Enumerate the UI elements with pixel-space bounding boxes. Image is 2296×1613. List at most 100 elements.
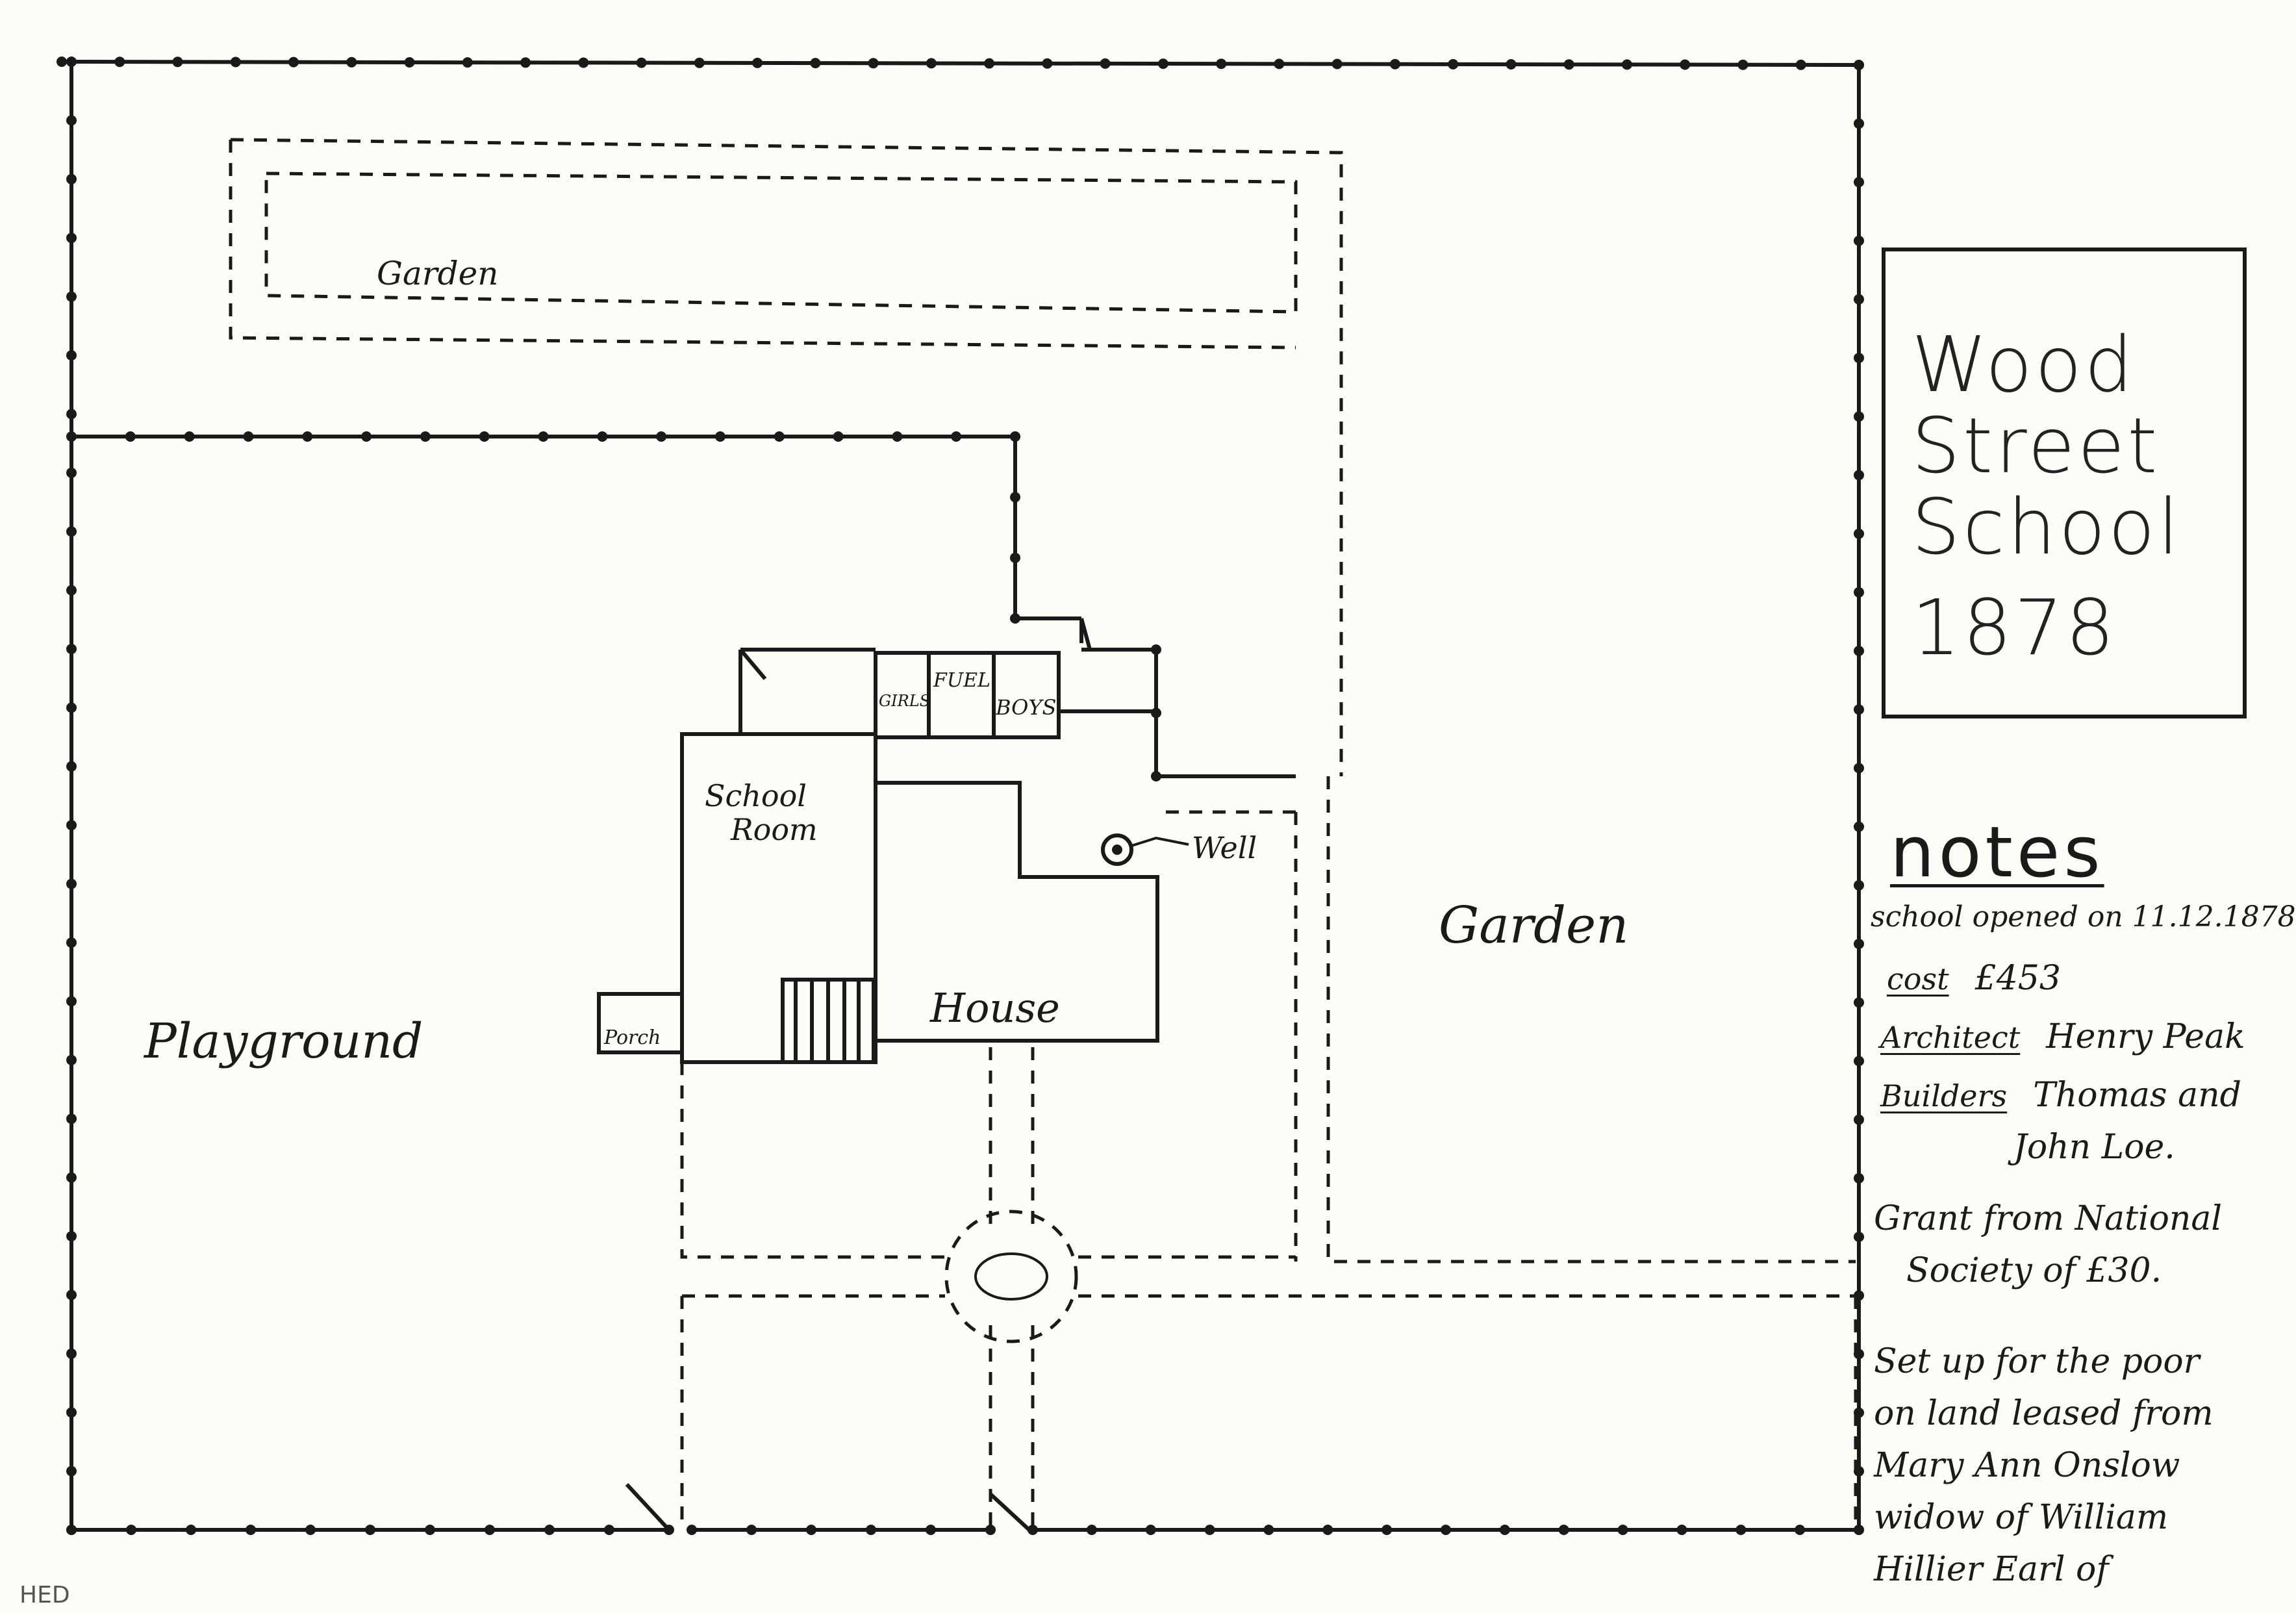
note-setup-3: Mary Ann Onslow [1874, 1446, 2180, 1485]
fence-dot [985, 1525, 996, 1535]
outer-boundary-fence [61, 60, 1861, 1532]
fence-dot [1854, 177, 1864, 188]
fence-dot [1381, 1525, 1393, 1535]
fence-dot [1854, 528, 1864, 539]
fence-dot [1854, 1232, 1864, 1242]
fence-dot [1854, 411, 1864, 422]
label-garden-top: Garden [377, 255, 499, 292]
fence-dot [1389, 58, 1400, 70]
fence-dot [66, 1525, 77, 1535]
note-architect-key: Architect [1880, 1020, 2021, 1055]
fence-dot [866, 1525, 876, 1535]
footer-initials: HED [19, 1582, 70, 1608]
fence-dot [66, 644, 77, 654]
fence-dot [1157, 58, 1168, 70]
note-opened: school opened on 11.12.1878 [1871, 900, 2296, 934]
fence-dot [1854, 1173, 1864, 1184]
fence-dot [1854, 704, 1864, 715]
well-marker [1101, 833, 1133, 866]
fence-dot [66, 1231, 77, 1241]
fence-dot [604, 1525, 614, 1535]
garden-paths [229, 138, 1858, 1527]
fence-dot [1737, 59, 1748, 70]
fence-dot [1735, 1525, 1747, 1535]
note-architect-value: Henry Peak [2046, 1017, 2245, 1056]
fence-dot [66, 1172, 77, 1183]
fence-dot [1331, 58, 1343, 70]
fence-dots [57, 57, 1864, 1535]
fence-dot [752, 57, 763, 68]
fence-dot [126, 1525, 136, 1535]
label-boys: BOYS [996, 695, 1057, 720]
fence-dot [485, 1525, 495, 1535]
fence-dot [1854, 587, 1864, 598]
fence-dot [230, 57, 241, 68]
fence-dot [694, 57, 705, 68]
fence-dot [1854, 646, 1864, 656]
fence-dot [66, 1054, 77, 1065]
fence-dot [1563, 59, 1574, 70]
fence-dot [810, 58, 821, 69]
fence-dot [57, 57, 67, 67]
fence-dot [66, 996, 77, 1007]
note-cost-value: £453 [1974, 959, 2061, 998]
fence-dot [1204, 1525, 1215, 1535]
fence-dot [66, 409, 77, 420]
label-school-room-2: Room [731, 812, 818, 847]
title-line-1: Wood [1911, 320, 2136, 409]
fence-dot [186, 1525, 196, 1535]
note-setup-2: on land leased from [1874, 1394, 2214, 1433]
fence-dot [1676, 1525, 1687, 1535]
label-porch: Porch [604, 1026, 661, 1049]
porch [597, 992, 684, 1054]
note-cost-key: cost [1887, 961, 1949, 997]
label-well: Well [1192, 830, 1257, 865]
note-setup-1: Set up for the poor [1874, 1342, 2200, 1381]
school-buildings [597, 651, 1189, 1064]
fence-dot [66, 350, 77, 361]
note-setup-4: widow of William [1874, 1498, 2169, 1537]
fence-dot [636, 57, 647, 68]
fence-dot [66, 937, 77, 948]
title-year: 1878 [1911, 583, 2117, 672]
title-line-2: Street [1911, 401, 2160, 490]
fence-dot [1854, 294, 1864, 305]
fence-dot [66, 233, 77, 244]
fence-dot [66, 291, 77, 302]
label-girls: GIRLS [879, 692, 931, 710]
fence-dot [926, 1525, 936, 1535]
title-line-3: School [1911, 482, 2182, 572]
fence-dot [1100, 58, 1111, 69]
fence-dot [578, 57, 589, 68]
fence-dot [305, 1525, 316, 1535]
fence-dot [66, 57, 77, 67]
title-box: Wood Street School 1878 [1882, 248, 2247, 718]
fence-dot [1680, 59, 1691, 70]
fence-dot [1086, 1525, 1097, 1535]
fence-dot [462, 57, 473, 68]
fence-dot [288, 57, 299, 68]
note-grant-1: Grant from National [1874, 1199, 2223, 1238]
note-grant-2: Society of £30. [1906, 1251, 2162, 1290]
label-house: House [930, 984, 1060, 1032]
fence-dot [1854, 60, 1864, 70]
fence-dot [66, 173, 77, 184]
fence-dot [1854, 235, 1864, 246]
fence-dot [1274, 58, 1285, 70]
fence-dot [1854, 880, 1864, 891]
fence-dot [1622, 59, 1632, 70]
internal-fence [71, 435, 1296, 778]
fence-dot [66, 115, 77, 126]
label-fuel: FUEL [933, 669, 990, 692]
fence-dot [114, 57, 125, 68]
fence-dot [246, 1525, 256, 1535]
fence-dot [66, 467, 77, 478]
fence-dot [365, 1525, 375, 1535]
school-room [680, 732, 877, 1064]
note-setup-5: Hillier Earl of [1874, 1550, 2109, 1589]
fence-dot [404, 57, 415, 68]
fence-dot [1854, 118, 1864, 129]
fence-dot [1854, 763, 1864, 774]
